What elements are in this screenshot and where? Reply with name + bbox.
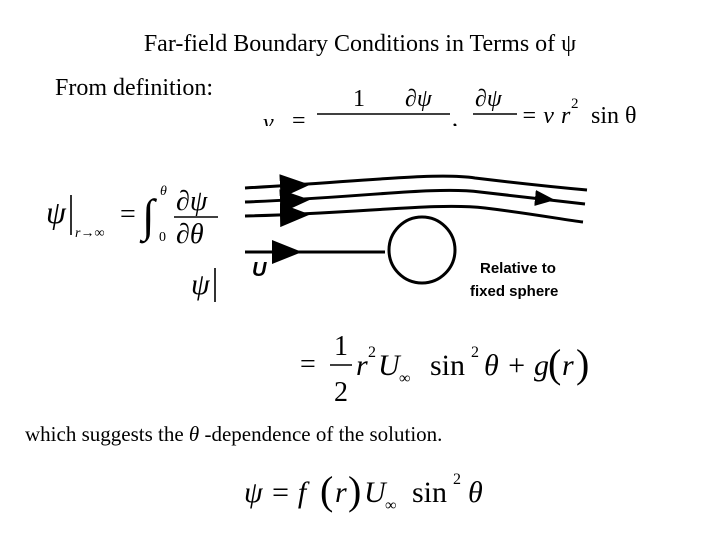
int-sign: ∫ <box>139 190 157 244</box>
eq-one: 1 <box>353 86 365 112</box>
final-sup2: 2 <box>453 471 461 488</box>
res-one: 1 <box>334 331 348 362</box>
page-title: Far-field Boundary Conditions in Terms o… <box>143 31 577 57</box>
res-sup2a: 2 <box>368 344 376 361</box>
definition-equation-svg: v r = 1 ∂ψ , ∂ψ = v r 2 sin θ <box>263 86 637 126</box>
definition-equation: v r = 1 ∂ψ , ∂ψ = v r 2 sin θ <box>255 78 675 126</box>
res-U: U <box>378 349 402 382</box>
final-theta: θ <box>468 476 483 509</box>
suggests-sentence: which suggests the θ -dependence of the … <box>25 422 442 447</box>
suggests-after: -dependence of the solution. <box>199 422 443 446</box>
psi-bar-equation: ψ <box>191 268 216 302</box>
eq-sin: sin θ <box>591 103 637 126</box>
int-equals: = <box>120 199 136 230</box>
flow-label-U: U <box>252 259 267 281</box>
int-upper: θ <box>160 184 167 199</box>
res-two: 2 <box>334 377 348 408</box>
streamline-3 <box>244 204 584 224</box>
final-r: r <box>335 476 347 509</box>
int-num: ∂ψ <box>176 186 208 217</box>
suggests-theta: θ <box>188 422 200 446</box>
flow-figure: U Relative to fixed sphere <box>244 174 588 300</box>
eq-r-sub: r <box>275 124 281 126</box>
final-inf: ∞ <box>385 497 396 514</box>
eq-dpsi: ∂ψ <box>405 86 433 112</box>
eq-dpsi-2: ∂ψ <box>475 86 503 112</box>
res-r: r <box>356 349 368 382</box>
eq-comma: , <box>452 106 458 126</box>
from-definition-label: From definition: <box>55 75 213 101</box>
res-lparen: ( <box>548 341 561 386</box>
res-rparen: ) <box>576 341 589 386</box>
figure-caption-line2: fixed sphere <box>470 283 558 300</box>
res-sin: sin <box>430 349 465 382</box>
streamline-2 <box>244 188 586 206</box>
result-equation: = 1 2 r 2 U ∞ sin 2 θ + g ( r ) <box>300 331 589 408</box>
final-lparen: ( <box>320 468 333 513</box>
res-r-arg: r <box>562 349 574 382</box>
final-sin: sin <box>412 476 447 509</box>
res-theta-plus-g: θ + g <box>484 349 549 382</box>
res-sup2b: 2 <box>471 344 479 361</box>
streamline-2-arrow <box>279 189 310 214</box>
final-equation: ψ = f ( r ) U ∞ sin 2 θ <box>244 468 483 514</box>
eq-v: v <box>263 110 274 126</box>
integral-equation: ψ r→∞ = ∫ θ 0 ∂ψ ∂θ <box>46 184 218 250</box>
figure-caption-line1: Relative to <box>480 260 556 277</box>
sphere <box>387 215 457 285</box>
int-sub: r→∞ <box>75 226 104 241</box>
final-rparen: ) <box>348 468 361 513</box>
psi-bar-symbol: ψ <box>191 268 211 301</box>
eq-sup2: 2 <box>571 96 579 112</box>
int-den: ∂θ <box>176 219 204 250</box>
streamline-1 <box>244 174 588 192</box>
eq-equals: = <box>292 108 306 126</box>
eq-rhs: = v <box>521 103 554 126</box>
res-inf: ∞ <box>399 370 410 387</box>
int-lower: 0 <box>159 230 166 245</box>
eq-r2: r <box>561 103 571 126</box>
streamline-right-arrow <box>534 190 555 206</box>
int-psi: ψ <box>46 194 67 230</box>
res-equals: = <box>300 349 316 380</box>
final-psi-eq-f: ψ = f <box>244 476 310 509</box>
streamline-1-arrow <box>279 174 310 199</box>
final-U: U <box>364 476 388 509</box>
suggests-before: which suggests the <box>25 422 189 446</box>
